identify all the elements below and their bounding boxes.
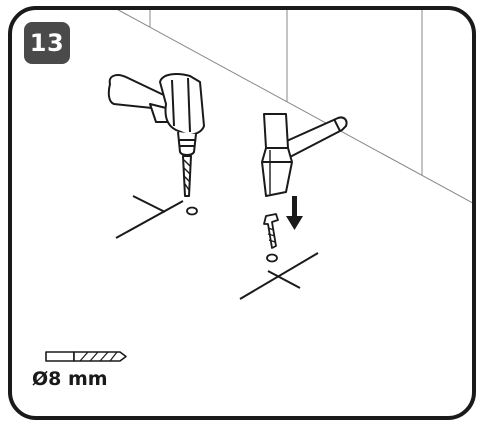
drill-mark-lines <box>115 195 184 239</box>
wall-tiles <box>99 8 474 209</box>
drilled-hole <box>186 206 198 216</box>
plug-mark-lines <box>239 252 319 300</box>
drill-bit-icon <box>45 351 127 362</box>
wall-plug-icon <box>263 213 279 249</box>
step-number-badge: 13 <box>24 22 70 64</box>
plug-hole <box>266 253 278 263</box>
panel-frame <box>8 6 476 420</box>
hammer-icon <box>261 113 348 197</box>
drill-bit-size-label: Ø8 mm <box>32 368 108 390</box>
down-arrow-icon <box>286 196 303 230</box>
power-drill-icon <box>107 73 205 197</box>
